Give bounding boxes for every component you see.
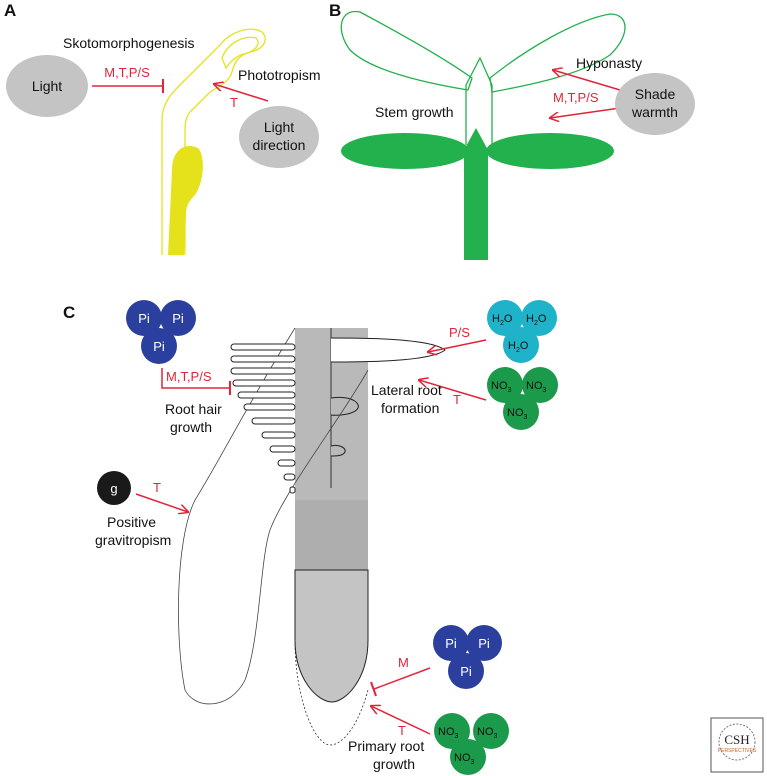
primary-t-label: T [398, 723, 406, 738]
lateral-root-label-1: Lateral root [371, 382, 442, 398]
nitrate-cluster-bottom: NO3 NO3 NO3 [434, 713, 509, 775]
water-cluster: H2O H2O H2O [487, 300, 557, 363]
primary-root-inhibit-arrow: M [370, 655, 431, 697]
apical-hook-outline [221, 36, 259, 70]
root-hair-label-2: growth [170, 419, 212, 435]
gravitropic-root-outline [178, 327, 369, 705]
etiolated-seedling [168, 146, 203, 255]
primary-m-label: M [398, 655, 409, 670]
nitrate-text: NO3 [454, 752, 475, 766]
root-elongation [295, 500, 368, 570]
logo-subtext: PERSPECTIVES [718, 748, 757, 754]
panel-c-label: C [63, 303, 75, 322]
primary-root-label-1: Primary root [348, 738, 424, 754]
root-tip-dashed [294, 639, 369, 746]
pi-circle [141, 328, 177, 364]
nitrate-cluster-mid: NO3 NO3 NO3 [487, 367, 558, 430]
nitrate-text: NO3 [438, 726, 459, 740]
pi-text: Pi [445, 636, 457, 651]
right-cotyledon [486, 133, 614, 169]
pi-cluster-top: Pi Pi Pi [126, 300, 196, 364]
gravity-text: g [110, 481, 117, 496]
right-leaf-outline [489, 13, 626, 93]
nitrate-text: NO3 [477, 726, 498, 740]
lateral-root-3 [330, 445, 346, 457]
light-label: Light [32, 78, 62, 94]
nitrate-text: NO3 [507, 407, 528, 421]
gravitropism-label-1: Positive [107, 514, 156, 530]
inhibit-arrow-a: M,T,P/S [92, 65, 164, 93]
gravity-node: g [97, 471, 131, 505]
shade-1: Shade [635, 86, 676, 102]
skotomorphogenesis-label: Skotomorphogenesis [63, 35, 195, 51]
light-oval [6, 55, 88, 117]
seedling-b [340, 10, 626, 260]
pi-text: Pi [172, 311, 184, 326]
water-circle [521, 300, 557, 336]
gravitropism-label-2: gravitropism [95, 532, 171, 548]
root-hair-signal-label: M,T,P/S [166, 369, 212, 384]
stem-outline [465, 56, 493, 145]
gravitropism-arrow: T [135, 480, 188, 512]
panel-a-label: A [4, 1, 16, 20]
primary-root-promote-arrow: T [371, 706, 431, 738]
stem-solid [464, 128, 488, 260]
light-direction-2: direction [253, 137, 306, 153]
light-direction-node: Light direction [239, 106, 319, 168]
left-leaf-outline [340, 10, 473, 91]
shade-warmth-node: Shade warmth [615, 73, 695, 135]
root-hair-label-1: Root hair [165, 401, 222, 417]
lateral-root-arrows: P/S T [419, 325, 487, 407]
pi-cluster-bottom: Pi Pi Pi [433, 625, 502, 689]
phototropism-label: Phototropism [238, 67, 320, 83]
nitrate-text: NO3 [491, 380, 512, 394]
left-cotyledon [341, 133, 469, 169]
water-circle [487, 300, 523, 336]
pi-text: Pi [153, 339, 165, 354]
pi-text: Pi [460, 664, 472, 679]
water-circle [503, 327, 539, 363]
phototropism-t: T [230, 95, 238, 110]
primary-root-label-2: growth [373, 756, 415, 772]
root-hair-inhibit-arrow: M,T,P/S [161, 368, 231, 395]
pi-text: Pi [138, 311, 150, 326]
nitrate-text: NO3 [526, 380, 547, 394]
inhibit-a-label: M,T,P/S [104, 65, 150, 80]
panel-b-label: B [329, 1, 341, 20]
gravity-circle [97, 471, 131, 505]
lateral-root-label-2: formation [381, 400, 439, 416]
light-node: Light [6, 55, 88, 117]
pi-circle [160, 300, 196, 336]
shade-arrows: M,T,P/S [550, 70, 621, 118]
pi-text: Pi [478, 636, 490, 651]
root [178, 327, 446, 746]
seedling-a [161, 28, 266, 255]
lateral-root-1 [330, 337, 446, 363]
water-text: H2O [526, 313, 547, 327]
light-direction-1: Light [264, 119, 294, 135]
shade-label: M,T,P/S [553, 90, 599, 105]
logo-text: CSH [724, 732, 749, 747]
gravitropism-t: T [153, 480, 161, 495]
phototropism-arrow: T [214, 84, 269, 110]
water-text: H2O [508, 340, 529, 354]
csh-perspectives-logo: CSH PERSPECTIVES [710, 717, 764, 773]
root-hairs [230, 343, 296, 494]
water-text: H2O [492, 313, 513, 327]
root-tip [294, 569, 369, 703]
hyponasty-label: Hyponasty [576, 55, 642, 71]
ps-label: P/S [449, 325, 470, 340]
stem-growth-label: Stem growth [375, 104, 454, 120]
pi-circle [126, 300, 162, 336]
shade-2: warmth [631, 104, 678, 120]
lateral-t-label: T [453, 392, 461, 407]
